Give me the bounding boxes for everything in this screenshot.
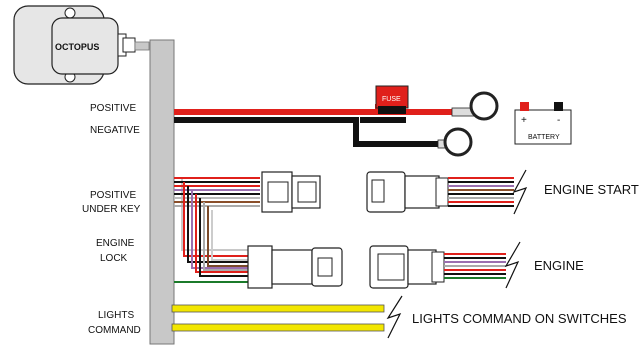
label-positive-under-key-1: POSITIVE bbox=[90, 190, 136, 201]
battery-minus: - bbox=[557, 115, 560, 126]
label-engine-lock-2: LOCK bbox=[100, 253, 128, 264]
lights-wires bbox=[171, 304, 385, 332]
ring-terminal-positive bbox=[451, 91, 499, 121]
engine-start-connector-right bbox=[366, 171, 449, 213]
battery-plus: + bbox=[521, 115, 527, 126]
label-lights-2: COMMAND bbox=[88, 325, 141, 336]
fuse-label: FUSE bbox=[382, 96, 401, 103]
label-engine-start: ENGINE START bbox=[544, 182, 639, 197]
label-lights-command: LIGHTS COMMAND ON SWITCHES bbox=[412, 311, 627, 326]
power-wires bbox=[174, 104, 460, 147]
label-positive-under-key-2: UNDER KEY bbox=[82, 204, 141, 215]
lights-cut-mark bbox=[386, 295, 403, 339]
engine-connector-left bbox=[247, 245, 343, 289]
engine-output-wires bbox=[444, 253, 506, 279]
label-negative: NEGATIVE bbox=[90, 125, 140, 136]
battery-label: BATTERY bbox=[528, 134, 560, 141]
ring-terminal-negative bbox=[437, 127, 473, 157]
engine-connector-right bbox=[369, 245, 445, 289]
label-lights-1: LIGHTS bbox=[98, 310, 134, 321]
label-engine-lock-1: ENGINE bbox=[96, 238, 135, 249]
engine-start-connector-left bbox=[261, 171, 321, 213]
label-engine: ENGINE bbox=[534, 258, 584, 273]
fuse: FUSE bbox=[375, 85, 409, 114]
battery: + - BATTERY bbox=[514, 102, 572, 145]
octopus-module: OCTOPUS bbox=[13, 5, 150, 85]
label-positive: POSITIVE bbox=[90, 103, 136, 114]
engine-start-cut-mark bbox=[512, 169, 528, 215]
engine-start-harness-wires bbox=[174, 177, 260, 283]
module-name: OCTOPUS bbox=[55, 42, 99, 52]
engine-start-output-wires bbox=[448, 177, 514, 207]
wire-trunk bbox=[149, 39, 175, 345]
engine-cut-mark bbox=[504, 241, 521, 289]
